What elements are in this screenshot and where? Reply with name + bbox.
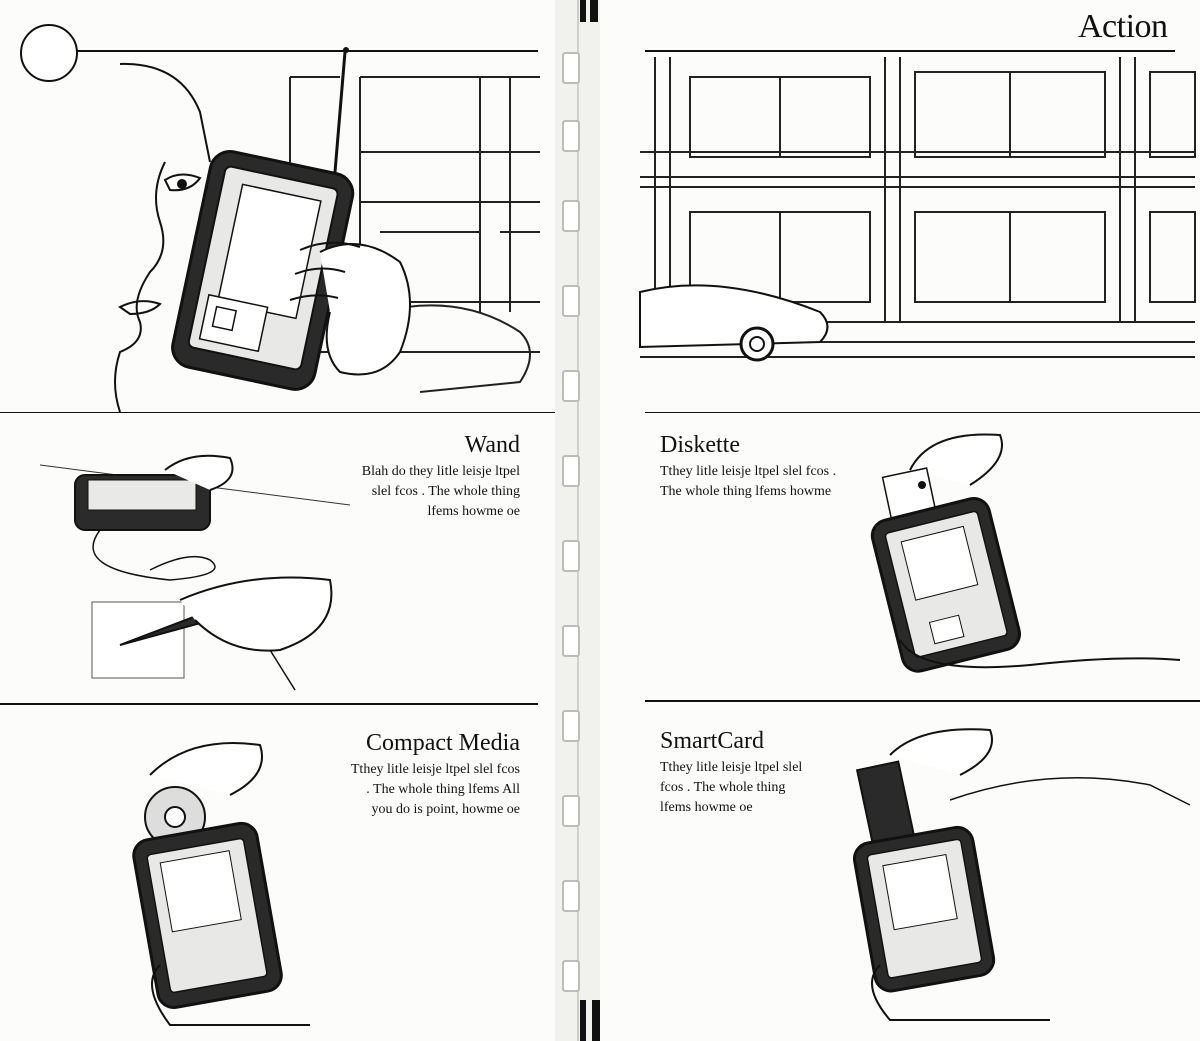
- binding-ring: [562, 795, 580, 827]
- panel-divider-2-right: [645, 700, 1200, 702]
- wand-illustration: [39, 454, 351, 691]
- binding-ring: [562, 455, 580, 487]
- spine-line: [577, 0, 579, 1041]
- binding-ring: [562, 52, 580, 84]
- smartcard-illustration: [852, 728, 1191, 1021]
- smartcard-heading: SmartCard: [660, 728, 764, 754]
- smartcard-text-line: fcos . The whole thing: [660, 780, 786, 795]
- diskette-text: Tthey litle leisje ltpel slel fcos . The…: [660, 462, 890, 502]
- wand-text-line: slel fcos . The whole thing: [371, 484, 520, 499]
- tab-marker-bottom: [580, 1000, 586, 1041]
- compact-media-text-line: . The whole thing lfems All: [366, 782, 520, 797]
- tab-marker-bottom-2: [592, 1000, 600, 1041]
- top-rule-left: [76, 50, 538, 52]
- top-rule-right: [645, 50, 1175, 52]
- left-page: Wand Blah do they litle leisje ltpel sle…: [0, 0, 555, 1041]
- compact-media-heading: Compact Media: [366, 730, 520, 756]
- binding-ring: [562, 285, 580, 317]
- person-with-device-illustration: [114, 47, 540, 413]
- street-buildings-illustration: [639, 57, 1196, 362]
- binding-ring: [562, 710, 580, 742]
- panel-divider-1-right: [645, 412, 1200, 413]
- smartcard-text: Tthey litle leisje ltpel slel fcos . The…: [660, 758, 880, 818]
- binding-ring: [562, 880, 580, 912]
- compact-media-text-line: you do is point, howme oe: [371, 802, 520, 817]
- wand-text-line: lfems howme oe: [427, 504, 520, 519]
- right-page: Action: [600, 0, 1200, 1041]
- smartcard-text-line: Tthey litle leisje ltpel slel: [660, 760, 803, 775]
- binding-ring: [562, 120, 580, 152]
- wand-text-line: Blah do they litle leisje ltpel: [361, 464, 520, 479]
- wand-text: Blah do they litle leisje ltpel slel fco…: [300, 462, 520, 522]
- compact-media-text: Tthey litle leisje ltpel slel fcos . The…: [300, 760, 520, 820]
- panel-divider-2-left: [0, 703, 538, 705]
- tab-marker-top: [580, 0, 586, 22]
- binding-ring: [562, 200, 580, 232]
- diskette-heading: Diskette: [660, 432, 740, 458]
- tab-marker-top-2: [590, 0, 598, 22]
- compact-media-text-line: Tthey litle leisje ltpel slel fcos: [350, 762, 520, 777]
- binding-ring: [562, 960, 580, 992]
- smartcard-text-line: lfems howme oe: [660, 800, 753, 815]
- binding-gutter: [555, 0, 600, 1041]
- compact-media-illustration: [132, 742, 310, 1026]
- binding-ring: [562, 625, 580, 657]
- binding-ring: [562, 370, 580, 402]
- section-circle-marker: [20, 24, 78, 82]
- page-title: Action: [1078, 8, 1168, 45]
- panel-divider-1-left: [0, 412, 555, 413]
- diskette-text-line: Tthey litle leisje ltpel slel fcos .: [660, 464, 837, 479]
- wand-heading: Wand: [464, 432, 520, 458]
- diskette-text-line: The whole thing lfems howme: [660, 484, 832, 499]
- diskette-illustration: [870, 433, 1181, 673]
- binding-ring: [562, 540, 580, 572]
